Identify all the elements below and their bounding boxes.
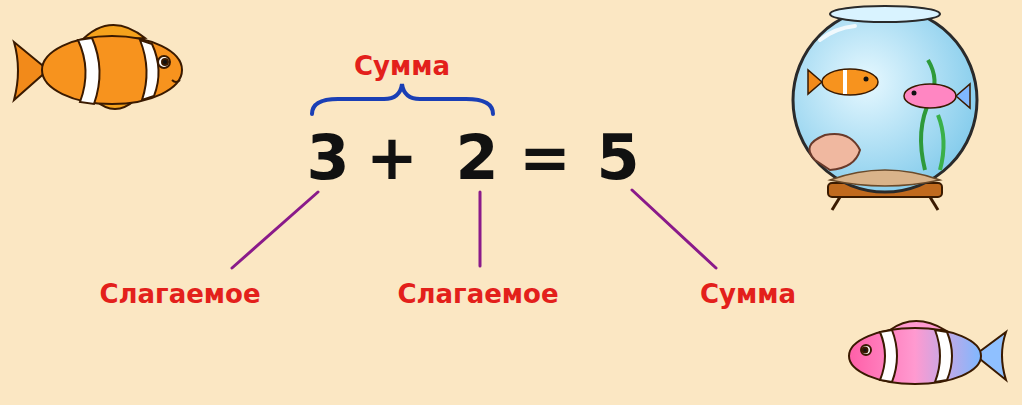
leader-line bbox=[232, 192, 318, 268]
sum-heading: Сумма bbox=[354, 52, 450, 81]
leader-line bbox=[479, 192, 482, 266]
addend-label: Слагаемое bbox=[99, 280, 260, 309]
plus-sign: + bbox=[366, 127, 418, 189]
addend-number: 2 bbox=[455, 127, 498, 189]
sum-number: 5 bbox=[596, 127, 639, 189]
addend-number: 3 bbox=[306, 127, 349, 189]
fish-bowl bbox=[793, 6, 977, 210]
equals-sign: = bbox=[519, 127, 571, 189]
leader-line bbox=[632, 190, 716, 268]
pink-fish bbox=[849, 321, 1006, 384]
clownfish bbox=[14, 25, 182, 109]
sum-label: Сумма bbox=[700, 280, 796, 309]
leader-lines bbox=[232, 190, 716, 268]
curly-brace bbox=[312, 84, 493, 114]
addend-label: Слагаемое bbox=[397, 280, 558, 309]
